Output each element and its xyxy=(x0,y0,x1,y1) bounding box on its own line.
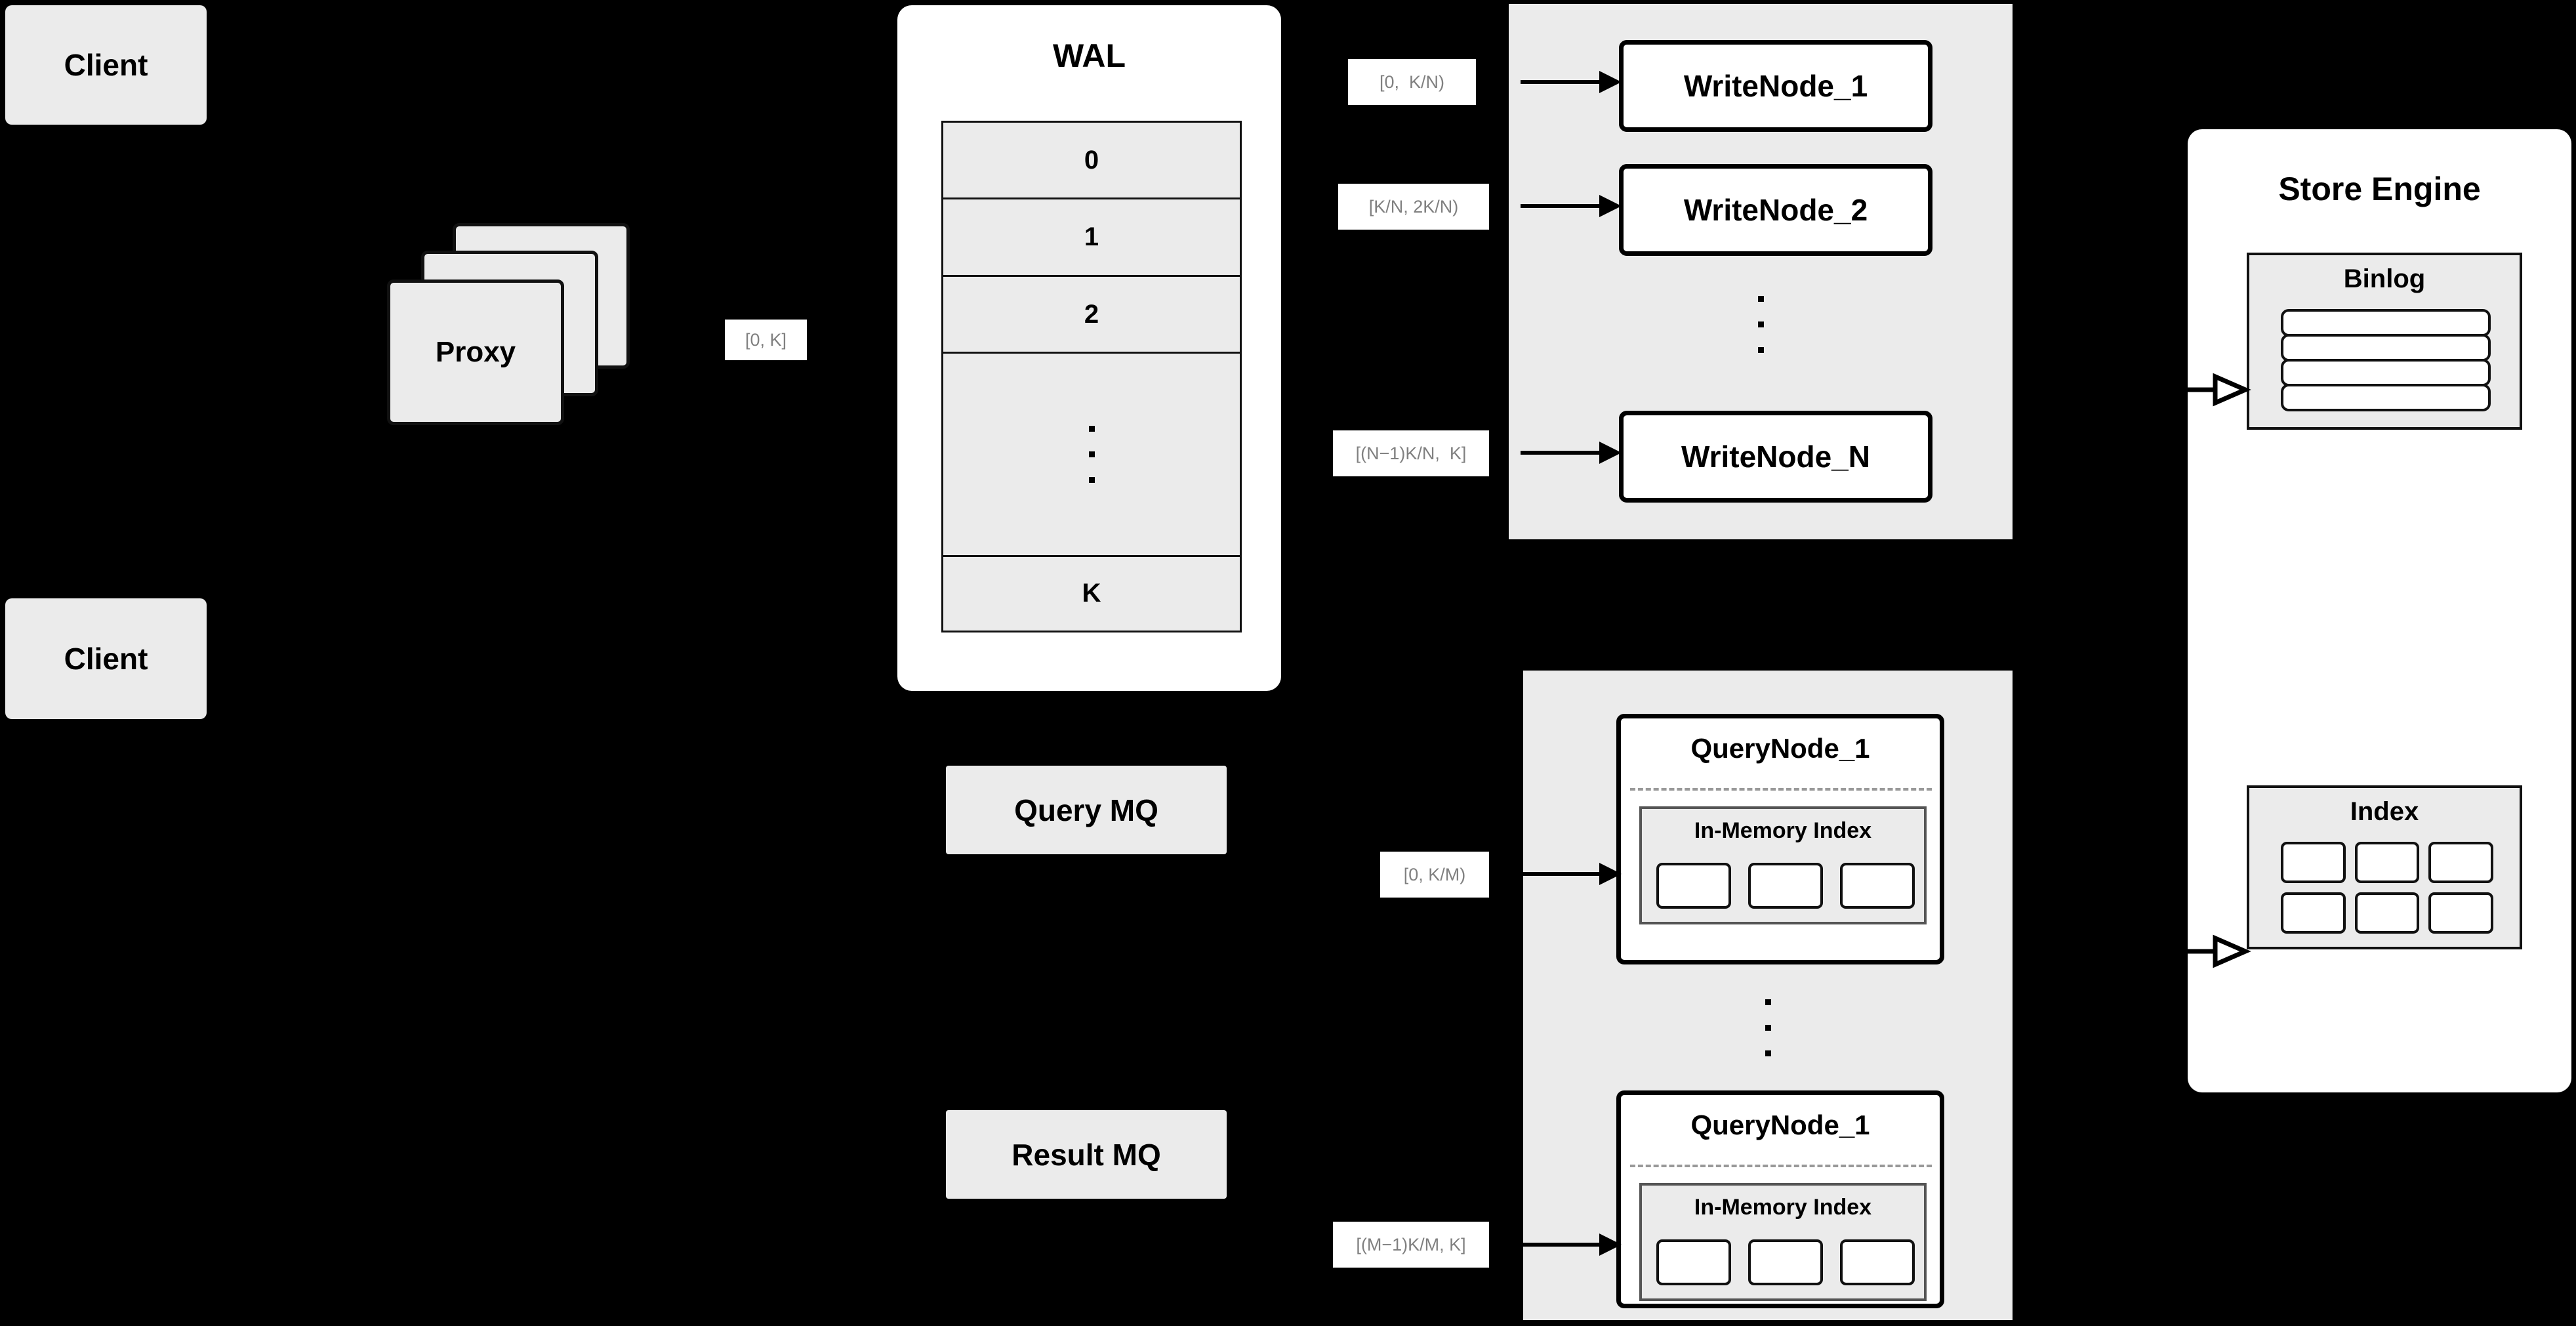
client-label-2: Client xyxy=(64,642,148,676)
ellipsis-dot-icon xyxy=(1765,1024,1771,1031)
query-node-label-2: QueryNode_1 xyxy=(1690,1109,1870,1140)
range-label-proxy-to-wal: [0, K] xyxy=(725,320,807,360)
arrow-head-hollow-icon xyxy=(2188,934,2251,968)
query-node-cluster-panel: QueryNode_1 In-Memory Index xyxy=(1523,671,2013,1320)
in-memory-index-box-2: In-Memory Index xyxy=(1639,1183,1927,1301)
index-chip[interactable] xyxy=(1656,1239,1731,1285)
index-chip[interactable] xyxy=(2281,842,2346,883)
arrow-to-index xyxy=(2188,934,2253,968)
write-node-box-2[interactable]: WriteNode_2 xyxy=(1619,164,1932,256)
index-chip-grid xyxy=(2281,842,2493,934)
client-label-1: Client xyxy=(64,48,148,82)
arrow-shaft xyxy=(1521,80,1599,84)
query-node-ellipsis xyxy=(1523,982,2013,1073)
index-chip[interactable] xyxy=(1748,863,1823,909)
query-node-box-1[interactable]: QueryNode_1 In-Memory Index xyxy=(1616,714,1944,964)
index-title: Index xyxy=(2350,797,2419,826)
wal-cell-1: 1 xyxy=(943,199,1240,277)
ellipsis-dot-icon xyxy=(1088,476,1095,483)
index-chip[interactable] xyxy=(2428,842,2493,883)
arrow-to-binlog xyxy=(2188,373,2253,407)
store-engine-panel: Store Engine Binlog Index xyxy=(2188,129,2571,1092)
arrow-head-hollow-icon xyxy=(2188,373,2251,407)
arrow-to-write-node-n xyxy=(1521,442,1622,464)
arrow-shaft xyxy=(1521,1243,1599,1247)
range-label-write-node-1: [0, K/N) xyxy=(1348,59,1476,105)
wal-table: 0 1 2 K xyxy=(941,121,1242,632)
index-chip[interactable] xyxy=(1840,1239,1915,1285)
wal-cell-0: 0 xyxy=(943,123,1240,200)
range-label-query-node-1: [0, K/M) xyxy=(1380,852,1489,898)
wal-title: WAL xyxy=(1052,37,1126,74)
binlog-box: Binlog xyxy=(2247,253,2522,430)
write-node-box-1[interactable]: WriteNode_1 xyxy=(1619,40,1932,132)
query-node-separator-2 xyxy=(1630,1165,1932,1167)
binlog-rows xyxy=(2281,309,2491,411)
index-chip[interactable] xyxy=(2354,892,2420,934)
in-memory-index-chips-1 xyxy=(1656,863,1915,909)
wal-cell-2: 2 xyxy=(943,276,1240,354)
ellipsis-dot-icon xyxy=(1088,451,1095,457)
binlog-row[interactable] xyxy=(2281,384,2491,411)
arrow-head-icon xyxy=(1599,195,1622,217)
arrow-shaft xyxy=(1521,451,1599,455)
write-node-label-2: WriteNode_2 xyxy=(1683,193,1868,227)
write-node-box-n[interactable]: WriteNode_N xyxy=(1619,411,1932,503)
range-label-write-node-2: [K/N, 2K/N) xyxy=(1338,184,1489,230)
in-memory-index-label-2: In-Memory Index xyxy=(1694,1195,1872,1220)
query-node-separator-1 xyxy=(1630,788,1932,791)
index-chip[interactable] xyxy=(1656,863,1731,909)
index-box: Index xyxy=(2247,785,2522,949)
in-memory-index-box-1: In-Memory Index xyxy=(1639,806,1927,924)
arrow-head-icon xyxy=(1599,863,1622,885)
arrow-to-write-node-2 xyxy=(1521,195,1622,217)
in-memory-index-label-1: In-Memory Index xyxy=(1694,818,1872,843)
query-node-label-1: QueryNode_1 xyxy=(1690,733,1870,764)
ellipsis-dot-icon xyxy=(1757,321,1764,327)
index-chip[interactable] xyxy=(2281,892,2346,934)
ellipsis-dot-icon xyxy=(1088,425,1095,432)
query-mq-box[interactable]: Query MQ xyxy=(946,766,1227,854)
arrow-head-icon xyxy=(1599,71,1622,93)
arrow-to-query-node-2 xyxy=(1521,1233,1622,1256)
index-chip[interactable] xyxy=(1748,1239,1823,1285)
wal-panel: WAL 0 1 2 K xyxy=(897,5,1281,691)
arrow-to-query-node-1 xyxy=(1521,863,1622,885)
query-node-box-2[interactable]: QueryNode_1 In-Memory Index xyxy=(1616,1090,1944,1308)
proxy-label: Proxy xyxy=(435,336,516,368)
binlog-row[interactable] xyxy=(2281,359,2491,386)
index-chip[interactable] xyxy=(1840,863,1915,909)
ellipsis-dot-icon xyxy=(1757,295,1764,302)
proxy-stack[interactable]: Proxy xyxy=(380,217,676,426)
arrow-head-icon xyxy=(1599,1233,1622,1256)
store-engine-title: Store Engine xyxy=(2278,171,2481,207)
range-label-query-node-m: [(M−1)K/M, K] xyxy=(1333,1222,1489,1268)
write-node-label-1: WriteNode_1 xyxy=(1683,69,1868,103)
binlog-row[interactable] xyxy=(2281,334,2491,362)
ellipsis-dot-icon xyxy=(1765,1050,1771,1056)
query-mq-label: Query MQ xyxy=(1014,793,1158,827)
arrow-shaft xyxy=(1521,872,1599,876)
result-mq-label: Result MQ xyxy=(1012,1137,1161,1172)
index-chip[interactable] xyxy=(2428,892,2493,934)
arrow-shaft xyxy=(1521,204,1599,208)
ellipsis-dot-icon xyxy=(1757,346,1764,353)
wal-cell-ellipsis xyxy=(943,354,1240,557)
in-memory-index-chips-2 xyxy=(1656,1239,1915,1285)
result-mq-box[interactable]: Result MQ xyxy=(946,1110,1227,1199)
binlog-title: Binlog xyxy=(2343,264,2426,293)
range-label-write-node-n: [(N−1)K/N, K] xyxy=(1333,430,1489,476)
index-chip[interactable] xyxy=(2354,842,2420,883)
arrow-to-write-node-1 xyxy=(1521,71,1622,93)
wal-cell-k: K xyxy=(943,556,1240,631)
ellipsis-dot-icon xyxy=(1765,999,1771,1005)
client-box-1[interactable]: Client xyxy=(5,5,207,125)
write-node-label-n: WriteNode_N xyxy=(1681,440,1870,474)
arrow-head-icon xyxy=(1599,442,1622,464)
client-box-2[interactable]: Client xyxy=(5,598,207,719)
write-node-ellipsis xyxy=(1509,278,2013,370)
binlog-row[interactable] xyxy=(2281,309,2491,337)
proxy-box[interactable]: Proxy xyxy=(387,280,564,425)
write-node-cluster-panel: WriteNode_1 WriteNode_2 WriteNode_N xyxy=(1509,4,2013,539)
